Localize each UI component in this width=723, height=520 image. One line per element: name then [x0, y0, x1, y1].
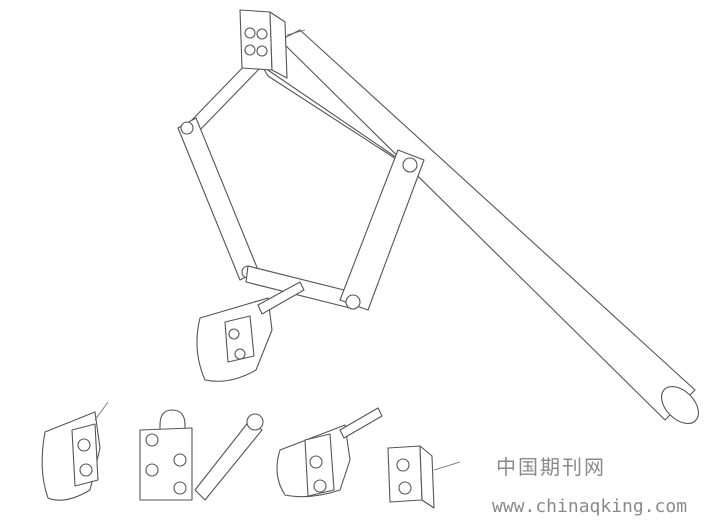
left-link: [177, 117, 259, 281]
watermark-url: www.chinaqking.com: [492, 496, 688, 517]
right-link: [339, 149, 425, 311]
lower-clamp: [196, 281, 305, 382]
part-3-clamp: [276, 407, 383, 498]
part-1-clamp: [41, 401, 109, 501]
part-2-u-bolt: [139, 409, 264, 501]
long-pole: [279, 29, 699, 424]
part-4-square-clamp: [387, 445, 461, 509]
top-clamp: [239, 9, 306, 79]
watermark-title: 中国期刊网: [496, 455, 606, 479]
